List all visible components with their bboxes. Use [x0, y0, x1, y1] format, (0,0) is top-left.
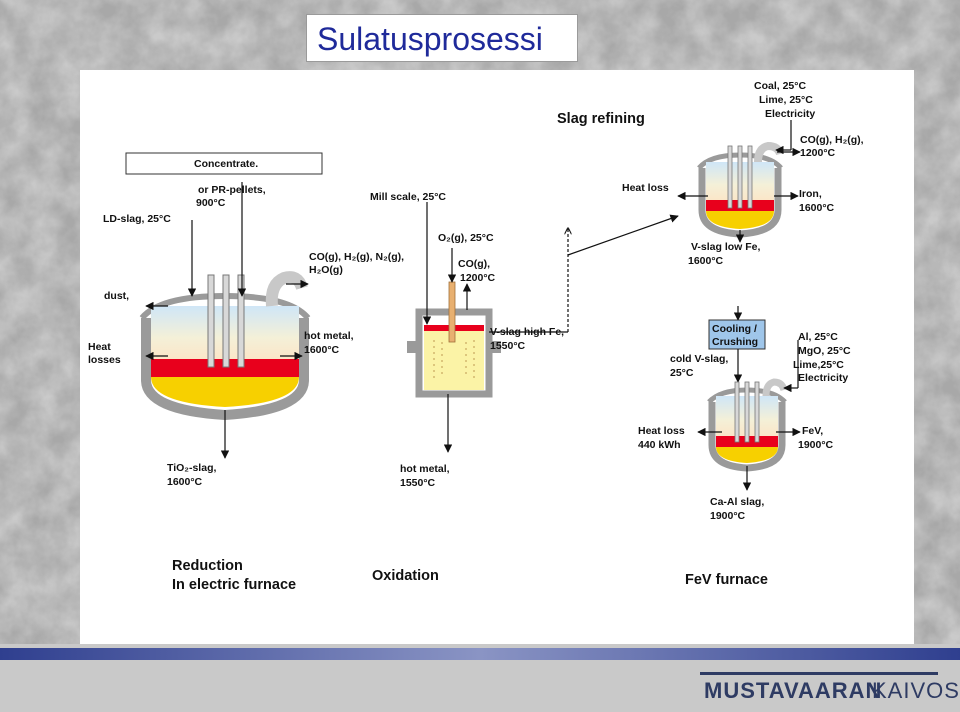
lime-label: Lime, 25°C [759, 94, 813, 106]
pellets-label: or PR-pellets, [198, 184, 266, 196]
converter-flange-left [407, 341, 419, 353]
oxidation-caption: Oxidation [372, 568, 439, 584]
hot-metal-temp-label: 1600°C [304, 344, 340, 356]
coal-label: Coal, 25°C [754, 80, 806, 92]
heat-losses-label: Heat [88, 341, 111, 353]
co-label: CO(g), [458, 258, 490, 270]
cold-vslag-temp-label: 25°C [670, 367, 694, 379]
vslag-low-label: V-slag low Fe, [691, 241, 761, 253]
co-temp-label: 1200°C [460, 272, 496, 284]
heat-losses-label-2: losses [88, 354, 121, 366]
reduction-gas-label-2: H₂O(g) [309, 264, 343, 276]
oxygen-lance [448, 281, 456, 343]
reduction-offgas-duct [265, 271, 308, 307]
caal-slag-temp-label: 1900°C [710, 510, 746, 522]
caal-slag-label: Ca-Al slag, [710, 496, 764, 508]
logo-wordmark-light: KAIVOS [872, 678, 960, 703]
fev-caption: FeV furnace [685, 572, 768, 588]
fev-product-temp-label: 1900°C [798, 439, 834, 451]
oxygen-label: O₂(g), 25°C [438, 232, 494, 244]
fev-electricity-label: Electricity [798, 372, 848, 384]
mgo-label: MgO, 25°C [798, 345, 851, 357]
tio2-slag-temp-label: 1600°C [167, 476, 203, 488]
slag-refining-furnace: Slag refining Coal, 25°C Lime, 25°C Elec… [557, 80, 864, 267]
electrode [747, 145, 753, 209]
smelting-process-diagram: Concentrate. or PR-pellets, 900°C LD-sla… [80, 70, 914, 644]
reduction-caption: Reduction [172, 558, 243, 574]
concentrate-box [125, 152, 323, 175]
cooling-label: Cooling / [712, 323, 757, 335]
ld-slag-label: LD-slag, 25°C [103, 213, 171, 225]
concentrate-label: Concentrate. [194, 158, 258, 170]
reduction-slag-layer [151, 359, 299, 377]
tio2-slag-label: TiO₂-slag, [167, 462, 216, 474]
electrode [737, 145, 743, 209]
slag-refining-heading: Slag refining [557, 111, 645, 127]
reduction-caption-2: In electric furnace [172, 577, 296, 593]
electrode [734, 381, 740, 443]
converter-flange-right [489, 341, 501, 353]
vslag-low-temp-label: 1600°C [688, 255, 724, 267]
footer-bar [0, 644, 960, 712]
pellets-temp-label: 900°C [196, 197, 226, 209]
vslag-high-label: V-slag high Fe, [490, 326, 564, 338]
iron-temp-label: 1600°C [799, 202, 835, 214]
refining-metal-layer [706, 211, 774, 229]
vslag-to-refining-arrow [567, 214, 679, 256]
hot-metal-label: hot metal, [304, 330, 354, 342]
electricity-label: Electricity [765, 108, 815, 120]
refining-gas-label: CO(g), H₂(g), [800, 134, 864, 146]
fev-lime-label: Lime,25°C [793, 359, 844, 371]
al-label: Al, 25°C [798, 331, 838, 343]
dust-label: dust, [104, 290, 129, 302]
fev-heat-loss-value-label: 440 kWh [638, 439, 681, 451]
electrode [754, 381, 760, 443]
slide-title: Sulatusprosessi [317, 21, 543, 57]
fev-heat-loss-label: Heat loss [638, 425, 685, 437]
converter-hot-metal-temp-label: 1550°C [400, 477, 436, 489]
electrode [727, 145, 733, 209]
reduction-gas-label: CO(g), H₂(g), N₂(g), [309, 251, 404, 263]
reduction-furnace: Concentrate. or PR-pellets, 900°C LD-sla… [88, 152, 404, 593]
electrode [237, 274, 245, 368]
mill-scale-label: Mill scale, 25°C [370, 191, 446, 203]
reduction-metal-layer [151, 377, 299, 407]
oxidation-converter: Mill scale, 25°C O₂(g), 25°C CO(g), 1200… [370, 191, 679, 584]
iron-label: Iron, [799, 188, 822, 200]
vslag-high-temp-label: 1550°C [490, 340, 526, 352]
electrode [207, 274, 215, 368]
fev-product-label: FeV, [802, 425, 823, 437]
refining-heat-loss-label: Heat loss [622, 182, 669, 194]
converter-hot-metal-label: hot metal, [400, 463, 450, 475]
cooling-crushing-box [708, 319, 766, 350]
mustavaara-logo: MUSTAVAARAN KAIVOS [700, 672, 959, 712]
logo-wordmark-bold: MUSTAVAARAN [704, 678, 883, 703]
crushing-label: Crushing [712, 336, 758, 348]
cold-vslag-label: cold V-slag, [670, 353, 728, 365]
fev-metal-layer [716, 447, 778, 463]
converter-bubbles [433, 340, 475, 380]
fev-furnace: Cooling / Crushing cold V-slag, 25°C Al,… [638, 306, 851, 588]
electrode [744, 381, 750, 443]
electrode [222, 274, 230, 368]
fev-offgas-duct [762, 378, 788, 397]
slide-title-box: Sulatusprosessi [306, 14, 578, 62]
refining-gas-temp-label: 1200°C [800, 147, 836, 159]
